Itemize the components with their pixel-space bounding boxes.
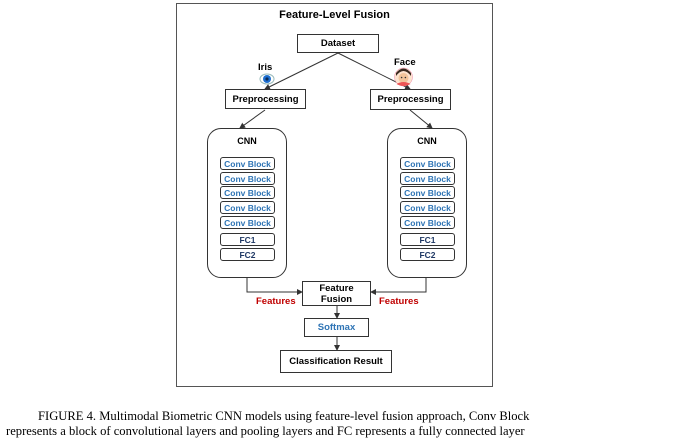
left-cnn-label: CNN <box>237 136 257 146</box>
right-conv-block-1: Conv Block <box>400 157 455 170</box>
left-conv-block-3: Conv Block <box>220 186 275 199</box>
right-cnn-block: CNN Conv Block Conv Block Conv Block Con… <box>387 128 467 278</box>
arrow-right-cnn-to-fusion <box>370 278 427 295</box>
left-conv-block-5: Conv Block <box>220 216 275 229</box>
right-cnn-label: CNN <box>417 136 437 146</box>
arrow-left-preprocessing-to-cnn <box>239 109 266 129</box>
left-fc2-block: FC2 <box>220 248 275 261</box>
face-label: Face <box>394 57 416 68</box>
caption-line-2: represents a block of convolutional laye… <box>6 424 525 438</box>
left-features-label: Features <box>256 296 296 307</box>
arrow-dataset-to-left-preprocessing <box>264 52 339 90</box>
left-conv-block-1: Conv Block <box>220 157 275 170</box>
figure-caption: FIGURE 4. Multimodal Biometric CNN model… <box>0 409 677 439</box>
eye-icon <box>259 73 275 85</box>
caption-line-1: FIGURE 4. Multimodal Biometric CNN model… <box>38 409 530 423</box>
right-conv-block-2: Conv Block <box>400 172 455 185</box>
right-features-label: Features <box>379 296 419 307</box>
right-conv-block-4: Conv Block <box>400 201 455 214</box>
left-preprocessing-box: Preprocessing <box>225 89 306 109</box>
right-preprocessing-box: Preprocessing <box>370 89 451 110</box>
right-conv-block-3: Conv Block <box>400 186 455 199</box>
right-fc2-block: FC2 <box>400 248 455 261</box>
diagram-title: Feature-Level Fusion <box>279 9 390 21</box>
arrow-right-preprocessing-to-cnn <box>409 109 433 129</box>
left-cnn-block: CNN Conv Block Conv Block Conv Block Con… <box>207 128 287 278</box>
dataset-box: Dataset <box>297 34 379 53</box>
softmax-box: Softmax <box>304 318 369 337</box>
face-avatar-icon <box>394 67 413 87</box>
left-conv-block-2: Conv Block <box>220 172 275 185</box>
feature-fusion-box: Feature Fusion <box>302 281 371 306</box>
right-conv-block-5: Conv Block <box>400 216 455 229</box>
arrow-left-cnn-to-fusion <box>246 278 303 295</box>
left-fc1-block: FC1 <box>220 233 275 246</box>
right-fc1-block: FC1 <box>400 233 455 246</box>
left-conv-block-4: Conv Block <box>220 201 275 214</box>
iris-label: Iris <box>258 62 273 73</box>
classification-result-box: Classification Result <box>280 350 392 373</box>
